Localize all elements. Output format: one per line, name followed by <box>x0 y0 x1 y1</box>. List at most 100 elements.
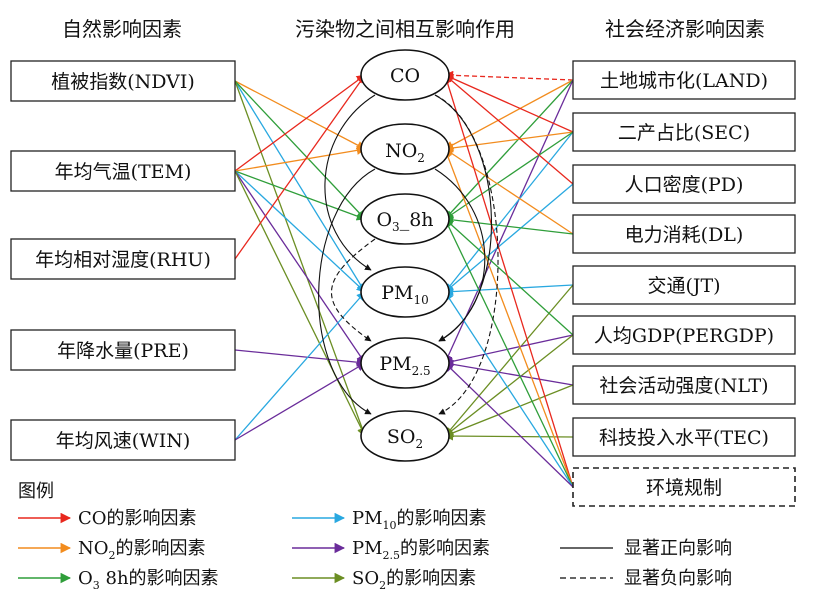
social-link <box>444 334 574 437</box>
natural-factor-box: 年均相对湿度(RHU) <box>10 238 236 280</box>
legend-item: CO的影响因素 <box>18 508 197 529</box>
social-link <box>444 284 574 437</box>
svg-text:显著负向影响: 显著负向影响 <box>624 568 732 589</box>
social-link <box>444 131 574 153</box>
social-factor-box: 科技投入水平(TEC) <box>572 417 796 457</box>
header-social: 社会经济影响因素 <box>605 17 765 41</box>
svg-text:年降水量(PRE): 年降水量(PRE) <box>57 340 189 362</box>
svg-text:O3_8h: O3_8h <box>376 209 433 234</box>
social-link <box>444 384 574 438</box>
svg-text:O3 8h的影响因素: O3 8h的影响因素 <box>78 568 219 592</box>
legend-item: NO2的影响因素 <box>18 538 206 562</box>
social-link <box>444 74 574 133</box>
svg-text:显著正向影响: 显著正向影响 <box>624 538 732 559</box>
header-natural: 自然影响因素 <box>62 17 182 41</box>
pollutant-link <box>324 94 376 271</box>
svg-text:SO2的影响因素: SO2的影响因素 <box>352 568 476 592</box>
social-factor-box: 人口密度(PD) <box>572 164 796 204</box>
social-link <box>444 362 574 488</box>
svg-text:PM2.5: PM2.5 <box>379 353 430 378</box>
svg-text:年均相对湿度(RHU): 年均相对湿度(RHU) <box>35 249 211 271</box>
social-link <box>444 431 574 441</box>
social-link <box>444 70 574 81</box>
svg-text:人均GDP(PERGDP): 人均GDP(PERGDP) <box>594 325 774 347</box>
social-link <box>444 218 574 488</box>
pollutant-node-no2: NO2 <box>360 123 450 175</box>
social-factor-box: 交通(JT) <box>572 265 796 305</box>
social-link <box>444 148 574 235</box>
legend-title: 图例 <box>18 481 54 502</box>
legend-item: PM2.5的影响因素 <box>292 538 490 562</box>
natural-link <box>234 170 366 293</box>
legend-item: O3 8h的影响因素 <box>18 568 219 592</box>
natural-factor-box: 年均气温(TEM) <box>10 150 236 192</box>
social-link <box>444 215 574 235</box>
link-layer <box>234 70 574 488</box>
social-link <box>444 131 574 220</box>
social-link <box>444 284 574 297</box>
svg-text:交通(JT): 交通(JT) <box>647 275 720 297</box>
social-link <box>444 218 574 336</box>
social-link <box>444 79 574 220</box>
pollutant-node-o3-8h: O3_8h <box>360 193 450 245</box>
natural-link <box>234 74 366 260</box>
legend-item: SO2的影响因素 <box>292 568 476 592</box>
svg-text:SO2: SO2 <box>387 426 423 451</box>
natural-link <box>234 170 366 437</box>
social-link <box>444 359 574 386</box>
pollutant-node-pm25: PM2.5 <box>360 337 450 389</box>
social-link <box>444 131 574 293</box>
pollutant-node-pm10: PM10 <box>360 266 450 318</box>
pollutant-link <box>318 168 376 415</box>
svg-text:科技投入水平(TEC): 科技投入水平(TEC) <box>599 427 769 449</box>
svg-text:植被指数(NDVI): 植被指数(NDVI) <box>51 71 195 93</box>
natural-factor-box: 年降水量(PRE) <box>10 329 236 371</box>
social-factor-box: 土地城市化(LAND) <box>572 60 796 100</box>
svg-text:人口密度(PD): 人口密度(PD) <box>625 174 744 196</box>
natural-link <box>234 291 366 441</box>
header-pollutant: 污染物之间相互影响作用 <box>295 17 515 41</box>
svg-text:土地城市化(LAND): 土地城市化(LAND) <box>600 70 768 92</box>
natural-link <box>234 349 366 367</box>
svg-text:环境规制: 环境规制 <box>646 477 722 499</box>
natural-link <box>234 362 366 441</box>
natural-link <box>234 80 367 437</box>
natural-link <box>234 170 366 364</box>
social-factor-box: 电力消耗(DL) <box>572 214 796 254</box>
social-link <box>443 148 574 488</box>
social-link <box>444 183 574 293</box>
social-link <box>444 334 574 366</box>
social-factor-box: 人均GDP(PERGDP) <box>572 315 796 355</box>
svg-text:社会活动强度(NLT): 社会活动强度(NLT) <box>599 375 768 397</box>
natural-factor-box: 年均风速(WIN) <box>10 419 236 461</box>
legend-item: PM10的影响因素 <box>292 508 487 532</box>
svg-text:CO: CO <box>390 65 420 87</box>
social-link <box>444 79 574 150</box>
legend: CO的影响因素 PM10的影响因素 NO2的影响因素 PM2.5的影响因素 O3 8h的… <box>18 508 490 592</box>
social-factor-box: 二产占比(SEC) <box>572 112 796 152</box>
pollutant-link <box>434 168 486 342</box>
legend-negative: 显著负向影响 <box>560 568 732 589</box>
svg-text:NO2的影响因素: NO2的影响因素 <box>78 538 206 562</box>
social-factor-box-dashed: 环境规制 <box>572 467 796 507</box>
pollutant-link <box>434 94 499 415</box>
natural-link <box>234 74 366 172</box>
natural-link <box>234 80 366 293</box>
natural-factor-box: 植被指数(NDVI) <box>10 60 236 102</box>
svg-text:PM2.5的影响因素: PM2.5的影响因素 <box>352 538 490 562</box>
social-link <box>443 74 574 488</box>
svg-text:PM10的影响因素: PM10的影响因素 <box>352 508 487 532</box>
natural-link <box>234 145 366 172</box>
pollutant-link <box>331 238 376 342</box>
social-factor-box: 社会活动强度(NLT) <box>572 365 796 405</box>
svg-text:NO2: NO2 <box>385 140 425 165</box>
natural-link <box>234 170 366 221</box>
svg-text:电力消耗(DL): 电力消耗(DL) <box>625 224 744 246</box>
svg-text:CO的影响因素: CO的影响因素 <box>78 508 197 529</box>
legend-positive: 显著正向影响 <box>560 538 732 559</box>
social-link <box>444 74 574 185</box>
svg-text:年均风速(WIN): 年均风速(WIN) <box>56 430 191 452</box>
natural-link <box>234 80 366 220</box>
pollutant-node-co: CO <box>360 49 450 101</box>
